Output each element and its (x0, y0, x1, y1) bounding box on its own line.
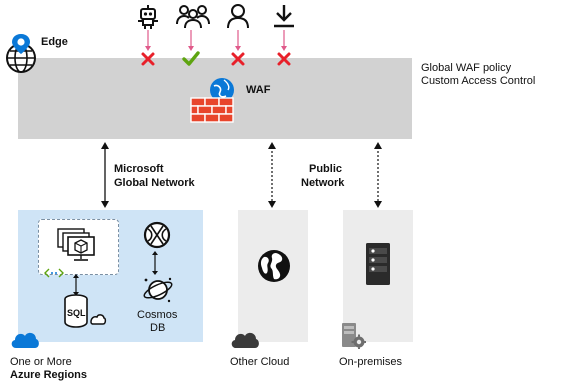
public-network-arrow-other-cloud (268, 142, 276, 208)
cosmos-label-1: Cosmos (137, 309, 178, 321)
user-icon (227, 4, 249, 29)
on-premises-label: On-premises (339, 356, 402, 368)
block-x-icon (141, 52, 155, 66)
virtual-machines-icon (56, 227, 98, 261)
microsoft-network-arrow (101, 142, 109, 208)
public-network-arrow-on-premises (374, 142, 382, 208)
globe-cosmos-connector (152, 251, 158, 275)
waf-label: WAF (246, 84, 271, 96)
policy-title: Global WAF policy (421, 62, 512, 74)
sql-label: SQL (67, 308, 86, 318)
bot-icon (136, 5, 160, 29)
connector-code-icon (44, 268, 64, 278)
public-network-label-2: Network (301, 177, 345, 189)
edge-globe-icon (2, 32, 42, 74)
cosmos-db-icon (142, 275, 174, 305)
cosmos-label-2: DB (150, 322, 166, 334)
allow-check-icon (182, 51, 200, 66)
public-network-label-1: Public (309, 163, 343, 175)
microsoft-network-label-1: Microsoft (114, 163, 164, 175)
azure-cloud-icon (10, 330, 40, 350)
block-x-icon (277, 52, 291, 66)
azure-region-label-2: Azure Regions (10, 369, 88, 381)
vm-sql-connector (73, 274, 79, 296)
microsoft-network-label-2: Global Network (114, 177, 195, 189)
internet-globe-icon (256, 248, 292, 284)
network-globe-icon (142, 220, 172, 250)
firewall-icon (188, 76, 238, 128)
server-icon (366, 243, 390, 285)
edge-label: Edge (41, 36, 68, 48)
on-premises-server-gear-icon (340, 323, 366, 349)
azure-region-label-1: One or More (10, 356, 72, 368)
download-icon (273, 4, 295, 28)
other-cloud-label: Other Cloud (230, 356, 290, 368)
user-group-icon (176, 4, 210, 29)
sql-database-icon (62, 294, 107, 330)
other-cloud-icon (230, 330, 260, 350)
policy-subtitle: Custom Access Control (421, 75, 536, 87)
block-x-icon (231, 52, 245, 66)
